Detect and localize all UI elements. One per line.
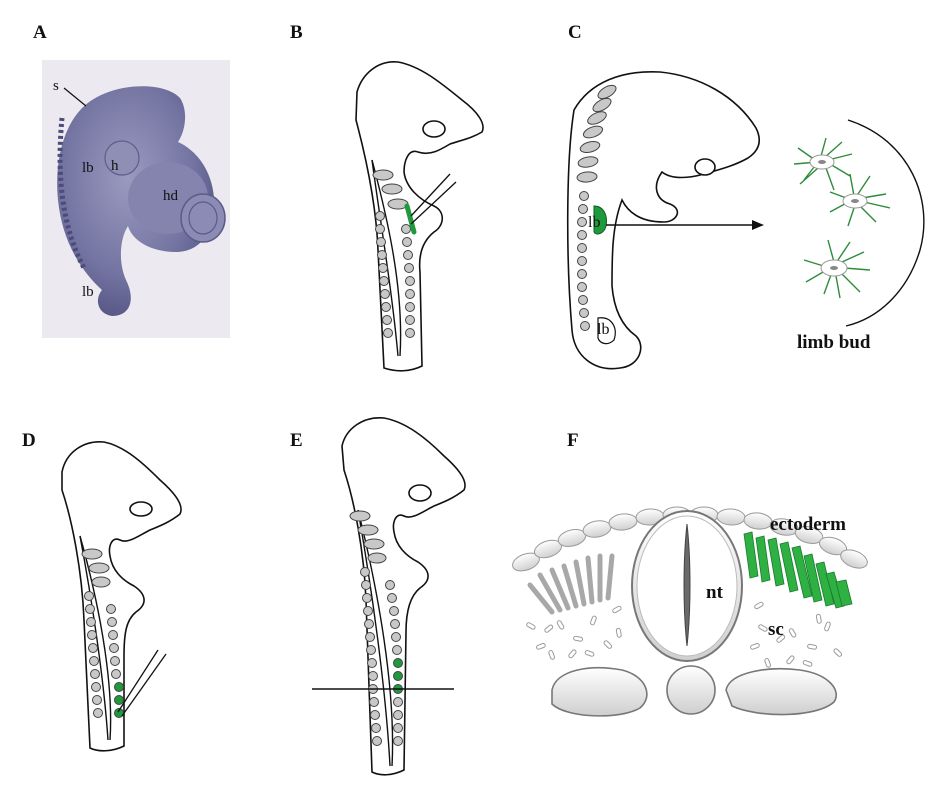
annotation-lb-lower-c: lb [597, 321, 609, 338]
eye-region [180, 193, 226, 243]
sclerotome-cells [526, 601, 843, 668]
injection-site-b [404, 203, 417, 235]
annotation-ectoderm: ectoderm [770, 514, 846, 535]
limb-bud-lower-c [597, 317, 616, 345]
neural-canal [683, 523, 691, 647]
panel-d: D [22, 430, 182, 752]
annotation-h: h [111, 158, 119, 174]
annotation-lb-upper: lb [82, 160, 94, 176]
limb-bud-upper-c [593, 205, 607, 235]
annotation-sc: sc [768, 619, 784, 640]
somite-ridge [57, 117, 87, 270]
panel-c-label: C [568, 22, 582, 43]
somites-e [360, 567, 403, 746]
somites-head-b [372, 169, 409, 210]
limb-bud-inset-arc [845, 119, 925, 327]
right-sclerotome-block [725, 668, 837, 716]
panel-e-label: E [290, 430, 303, 451]
panel-f: F [512, 430, 868, 717]
cell-3 [803, 239, 871, 299]
somites-b [375, 211, 415, 338]
somites-head-c [576, 84, 617, 183]
annotation-nt: nt [706, 582, 724, 603]
needle-b [410, 173, 451, 217]
panel-d-label: D [22, 430, 36, 451]
eye-d [129, 501, 153, 517]
panel-b-label: B [290, 22, 303, 43]
eye-e [408, 484, 432, 502]
annotation-s: s [53, 78, 59, 94]
panel-e: E [290, 417, 466, 776]
somites-head-e [349, 510, 387, 564]
annotation-hd: hd [163, 188, 179, 204]
needle-d [117, 649, 159, 713]
annotation-lb-upper-c: lb [588, 214, 600, 231]
panel-c: C lb lb [566, 22, 925, 370]
heart-bulge [104, 140, 140, 176]
somites-d [84, 591, 124, 718]
embryo-outline-c [566, 71, 761, 370]
embryo-outline-d [61, 441, 182, 752]
annotation-lb-lower: lb [82, 284, 94, 300]
eye-c [694, 158, 716, 176]
cell-2 [829, 173, 891, 227]
panel-a: A s lb h hd lb [33, 22, 230, 338]
somites-head-d [81, 548, 111, 588]
notochord [666, 665, 716, 715]
limb-bud-caption: limb bud [797, 332, 871, 353]
dermomyotome-left [527, 553, 615, 615]
panel-a-label: A [33, 22, 47, 43]
cell-1 [793, 137, 853, 191]
migrating-cells [793, 137, 891, 299]
embryo-outline-e [341, 417, 466, 776]
left-sclerotome-block [551, 667, 648, 717]
panel-f-label: F [567, 430, 579, 451]
somites-c [577, 191, 590, 331]
labeled-cells-green [743, 531, 853, 609]
eye-b [422, 120, 446, 138]
panel-b: B [290, 22, 484, 372]
